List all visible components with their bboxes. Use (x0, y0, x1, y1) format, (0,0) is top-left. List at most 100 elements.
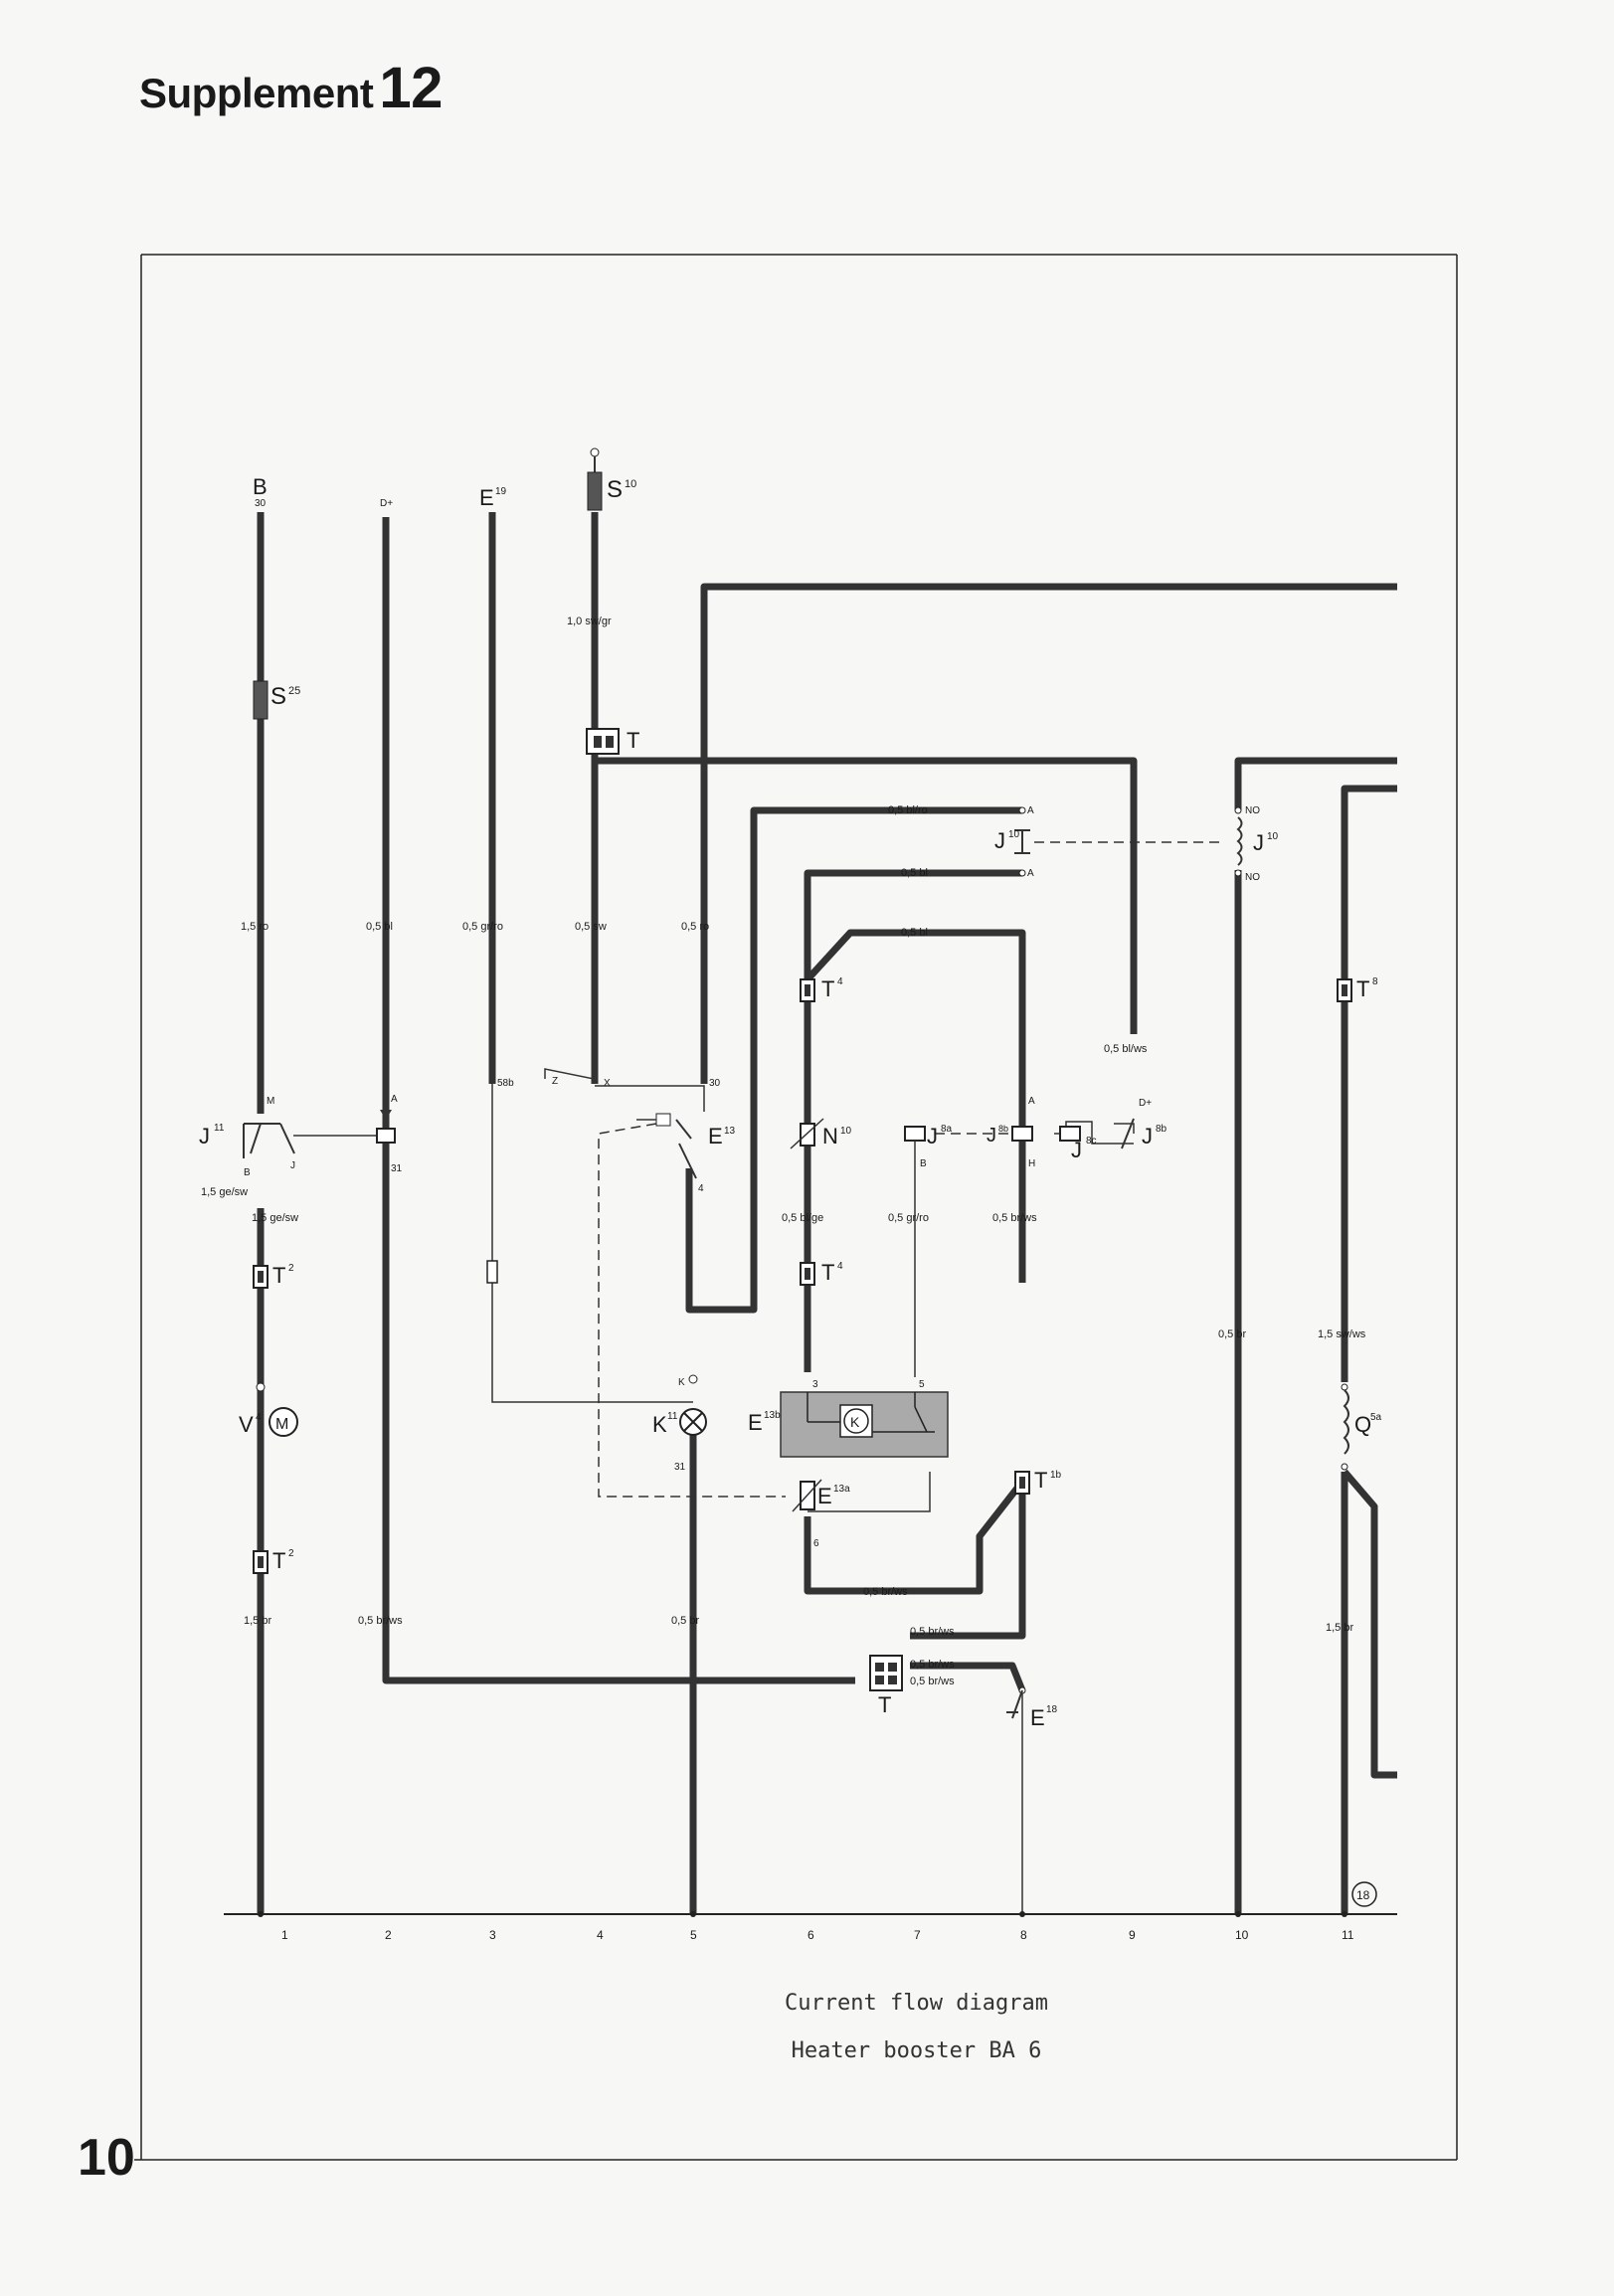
relay-j8c: J 8c (1059, 1126, 1097, 1162)
connector-t-top: T (586, 728, 639, 755)
svg-text:58b: 58b (497, 1078, 514, 1089)
svg-text:M: M (267, 1096, 274, 1107)
svg-text:N: N (822, 1124, 838, 1148)
svg-text:11: 11 (667, 1411, 678, 1422)
svg-text:B: B (244, 1167, 251, 1178)
svg-text:D+: D+ (380, 498, 393, 509)
relay-j10-right: J 10 (1231, 806, 1279, 877)
svg-text:25: 25 (288, 685, 300, 697)
svg-text:T: T (878, 1692, 891, 1717)
svg-text:0,5 bl: 0,5 bl (901, 927, 928, 939)
svg-text:J: J (927, 1124, 938, 1148)
svg-text:A: A (391, 1094, 398, 1105)
svg-text:0,5 br/ws: 0,5 br/ws (910, 1676, 955, 1687)
svg-text:0,5 bl/ge: 0,5 bl/ge (782, 1212, 823, 1224)
thick-wires (257, 512, 1397, 1914)
column-number: 1 (281, 1928, 288, 1942)
connector-t-bottom: T (869, 1655, 903, 1717)
svg-text:S: S (270, 683, 286, 710)
wire-labels: 1,5 ro 0,5 bl 0,5 gr/ro 0,5 sw 0,5 ro 1,… (201, 616, 1366, 1687)
svg-text:8b: 8b (998, 1124, 1008, 1134)
svg-text:D+: D+ (1139, 1098, 1152, 1109)
svg-text:1,0 sw/gr: 1,0 sw/gr (567, 616, 612, 627)
svg-text:13: 13 (724, 1126, 736, 1137)
svg-text:1,5 ge/sw: 1,5 ge/sw (252, 1212, 298, 1224)
svg-text:0,5 gr/ro: 0,5 gr/ro (462, 921, 503, 933)
svg-text:0,5 sw: 0,5 sw (575, 921, 607, 933)
svg-text:J: J (1253, 830, 1264, 855)
svg-text:A: A (1027, 868, 1034, 879)
page-number: 10 (78, 2129, 135, 2187)
fuse-s25: S 25 (253, 680, 300, 720)
connector-t4-upper: T 4 (800, 976, 843, 1002)
pin-labels: M B J A 31 58b Z X 30 4 A B H D+ K 31 3 … (244, 805, 1260, 1549)
svg-text:3: 3 (812, 1379, 818, 1390)
svg-text:B: B (253, 474, 268, 499)
svg-text:E: E (479, 485, 494, 510)
svg-text:0,5 bl/ro: 0,5 bl/ro (888, 804, 928, 816)
motor-v4: M V 4 (239, 1382, 298, 1452)
svg-text:4: 4 (698, 1183, 704, 1194)
svg-text:Q: Q (1354, 1412, 1371, 1437)
svg-text:2: 2 (288, 1548, 294, 1559)
svg-text:10: 10 (625, 478, 636, 490)
svg-text:1,5 br: 1,5 br (1326, 1622, 1353, 1634)
svg-text:13a: 13a (833, 1484, 850, 1495)
svg-text:K: K (652, 1412, 667, 1437)
column-number: 8 (1020, 1928, 1027, 1942)
lamp-k11: K 11 (652, 1374, 707, 1437)
svg-text:4: 4 (256, 1412, 262, 1423)
diagram-frame (134, 254, 1458, 2161)
fuse-s10: S 10 (587, 447, 636, 511)
caption-subtitle: Heater booster BA 6 (791, 2038, 1042, 2063)
svg-text:1,5 ge/sw: 1,5 ge/sw (201, 1186, 248, 1198)
svg-text:J: J (1071, 1138, 1082, 1162)
svg-text:T: T (1034, 1468, 1047, 1493)
reference-18: 18 (1351, 1881, 1377, 1907)
svg-text:10: 10 (1267, 831, 1279, 842)
svg-text:T: T (272, 1263, 285, 1288)
switch-e18: E 18 (1006, 1686, 1058, 1730)
svg-text:T: T (821, 976, 834, 1001)
svg-text:8b: 8b (1156, 1124, 1167, 1135)
svg-text:0,5 br/ws: 0,5 br/ws (863, 1586, 908, 1598)
svg-text:J: J (1142, 1124, 1153, 1148)
svg-text:1,5 br: 1,5 br (244, 1615, 271, 1627)
svg-text:J: J (994, 828, 1005, 853)
svg-text:0,5 ro: 0,5 ro (681, 921, 709, 933)
column-number: 2 (385, 1928, 392, 1942)
svg-text:8: 8 (1372, 976, 1378, 987)
svg-text:19: 19 (495, 486, 507, 497)
svg-text:Z: Z (552, 1076, 558, 1087)
svg-text:T: T (627, 728, 639, 753)
relay-coil-col2 (376, 1110, 396, 1144)
svg-text:31: 31 (391, 1163, 403, 1174)
svg-text:10: 10 (1008, 829, 1020, 840)
relay-j8b-contact: J 8b (1121, 1118, 1167, 1149)
column-number: 3 (489, 1928, 496, 1942)
svg-text:0,5 br/ws: 0,5 br/ws (358, 1615, 403, 1627)
sensor-e13a: E 13a (792, 1479, 850, 1512)
connector-t4-lower: T 4 (800, 1260, 843, 1286)
svg-text:K: K (850, 1414, 860, 1430)
svg-text:X: X (604, 1078, 611, 1089)
column-number: 4 (597, 1928, 604, 1942)
svg-text:E: E (1030, 1705, 1045, 1730)
svg-text:J: J (986, 1125, 996, 1147)
column-number: 5 (690, 1928, 697, 1942)
svg-text:T: T (821, 1260, 834, 1285)
connector-t2-upper: T 2 (253, 1263, 294, 1289)
svg-text:0,5 bl/ws: 0,5 bl/ws (1104, 1043, 1148, 1055)
svg-text:0,5 bl: 0,5 bl (901, 867, 928, 879)
supplement-label: Supplement (139, 70, 374, 116)
svg-text:6: 6 (813, 1538, 819, 1549)
svg-text:J: J (199, 1124, 210, 1148)
svg-text:4: 4 (837, 976, 843, 987)
bus-terminals (258, 1911, 1347, 1917)
svg-text:30: 30 (255, 498, 267, 509)
svg-text:18: 18 (1046, 1704, 1058, 1715)
svg-text:31: 31 (674, 1462, 686, 1473)
svg-text:S: S (607, 476, 623, 503)
svg-text:0,5 br/ws: 0,5 br/ws (992, 1212, 1037, 1224)
svg-text:11: 11 (214, 1123, 225, 1134)
